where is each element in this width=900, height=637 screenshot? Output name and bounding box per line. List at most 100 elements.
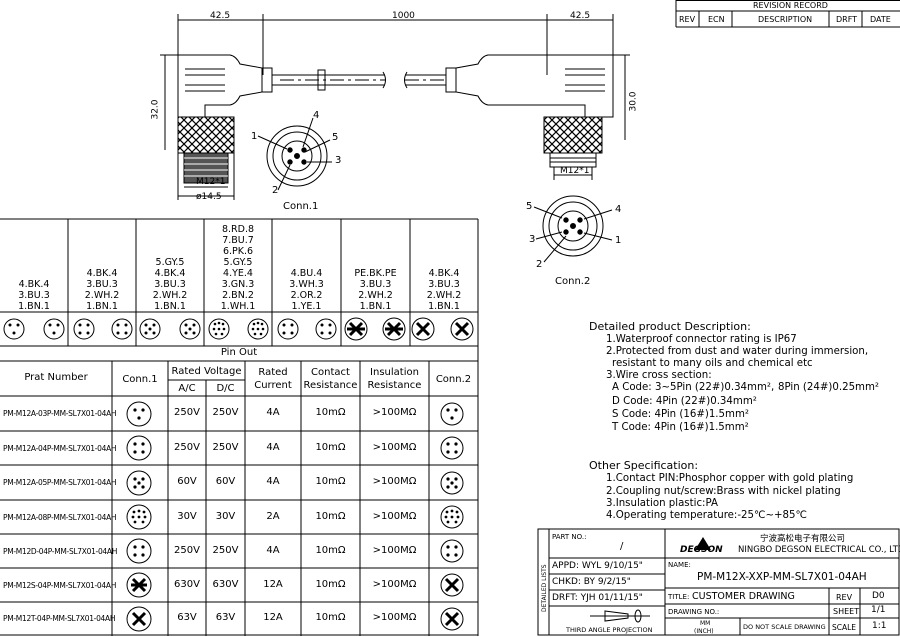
conn1-pin-4: 4 bbox=[313, 110, 320, 121]
insulation-cell: >100MΩ bbox=[372, 545, 417, 556]
pinout-wire: 1.BN.1 bbox=[18, 301, 50, 312]
pinout-wire: 8.RD.8 bbox=[221, 224, 255, 235]
pinout-wire: 2.WH.2 bbox=[152, 290, 188, 301]
pinout-wire: 3.BU.3 bbox=[154, 279, 186, 290]
part-number-cell: PM-M12A-05P-MM-SL7X01-04AH bbox=[3, 478, 117, 487]
pinout-wire: 4.YE.4 bbox=[223, 268, 253, 279]
ac-cell: 630V bbox=[174, 579, 200, 590]
pinout-col-5: 4.BU.4 3.WH.3 2.OR.2 1.YE.1 bbox=[272, 219, 341, 312]
checked-by: CHKD: BY 9/2/15" bbox=[552, 577, 631, 587]
pinout-wire: 1.WH.1 bbox=[220, 301, 256, 312]
pinout-wire: 7.BU.7 bbox=[222, 235, 254, 246]
pinout-wire: 1.BN.1 bbox=[86, 301, 118, 312]
dim-left-length: 42.5 bbox=[210, 11, 231, 21]
ac-cell: 250V bbox=[174, 545, 200, 556]
description-line-5b: 8Pin (24#)0.25mm² bbox=[778, 382, 879, 393]
ecn-header: ECN bbox=[708, 15, 725, 24]
pinout-col-3: 5.GY.5 4.BK.4 3.BU.3 2.WH.2 1.BN.1 bbox=[136, 219, 204, 312]
contact-cell: 10mΩ bbox=[315, 579, 346, 590]
table-row: PM-M12A-05P-MM-SL7X01-04AH 60V 60V 4A 10… bbox=[0, 465, 478, 500]
conn2-face bbox=[533, 195, 613, 263]
dim-right-length: 42.5 bbox=[570, 11, 591, 21]
insulation-cell: >100MΩ bbox=[372, 612, 417, 623]
ac-cell: 250V bbox=[174, 442, 200, 453]
current-cell: 4A bbox=[266, 476, 280, 487]
rev-header: REV bbox=[679, 15, 696, 24]
header-part-number: Prat Number bbox=[24, 372, 88, 383]
description-line-2: 2.Protected from dust and water during i… bbox=[606, 346, 869, 357]
pinout-wire: 1.BN.1 bbox=[154, 301, 186, 312]
conn2-pin-1: 1 bbox=[615, 235, 622, 246]
scale-label: SCALE bbox=[832, 623, 857, 632]
contact-cell: 10mΩ bbox=[315, 476, 346, 487]
pinout-wire: 5.GY.5 bbox=[155, 257, 185, 268]
description-line-5a: A Code: 3~5Pin (22#)0.34mm², bbox=[612, 382, 775, 393]
unit-mm: MM bbox=[700, 620, 711, 627]
pinout-wire: 1.BN.1 bbox=[428, 301, 460, 312]
ac-cell: 250V bbox=[174, 407, 200, 418]
insulation-cell: >100MΩ bbox=[372, 476, 417, 487]
diameter-left: ø14.5 bbox=[196, 192, 222, 202]
pinout-wire: 1.BN.1 bbox=[359, 301, 392, 312]
conn1-label: Conn.1 bbox=[283, 201, 319, 212]
description-line-6: D Code: 4Pin (22#)0.34mm² bbox=[612, 396, 757, 407]
current-cell: 12A bbox=[263, 579, 283, 590]
table-row: PM-M12A-08P-MM-SL7X01-04AH 30V 30V 2A 10… bbox=[0, 500, 478, 534]
header-rated-voltage: Rated Voltage bbox=[171, 366, 242, 377]
title-value: CUSTOMER DRAWING bbox=[692, 591, 795, 602]
dim-left-height: 32.0 bbox=[150, 99, 161, 120]
table-row: PM-M12S-04P-MM-SL7X01-04AH 630V 630V 12A… bbox=[0, 568, 478, 602]
conn2-pin-5: 5 bbox=[526, 201, 533, 212]
date-header: DATE bbox=[870, 15, 891, 24]
header-conn1: Conn.1 bbox=[122, 374, 158, 385]
pinout-wire: 2.WH.2 bbox=[84, 290, 120, 301]
conn2-label: Conn.2 bbox=[555, 276, 591, 287]
pinout-col-7: 4.BK.4 3.BU.3 2.WH.2 1.BN.1 bbox=[410, 219, 478, 312]
pinout-connector-icons bbox=[3, 317, 474, 341]
pinout-wire: 2.WH.2 bbox=[358, 290, 393, 301]
pinout-col-1: 4.BK.4 3.BU.3 1.BN.1 bbox=[0, 219, 68, 312]
current-cell: 12A bbox=[263, 612, 283, 623]
pinout-wire: 3.BU.3 bbox=[428, 279, 460, 290]
revision-record-title: REVISION RECORD bbox=[753, 1, 828, 10]
revision-record bbox=[675, 0, 900, 28]
ac-cell: 60V bbox=[177, 476, 197, 487]
other-spec-line-2: 2.Coupling nut/screw:Brass with nickel p… bbox=[606, 486, 841, 497]
degson-logo-text: DEGSON bbox=[680, 545, 723, 555]
part-number-cell: PM-M12A-08P-MM-SL7X01-04AH bbox=[3, 513, 117, 522]
pinout-wire: 4.BK.4 bbox=[86, 268, 118, 279]
conn1-pin-1: 1 bbox=[251, 131, 258, 142]
description-line-3: resistant to many oils and chemical etc bbox=[612, 358, 813, 369]
dc-cell: 250V bbox=[212, 545, 239, 556]
insulation-cell: >100MΩ bbox=[372, 579, 417, 590]
insulation-cell: >100MΩ bbox=[372, 407, 417, 418]
other-spec-line-3: 3.Insulation plastic:PA bbox=[606, 498, 718, 509]
spec-table-grid bbox=[0, 218, 479, 636]
contact-cell: 10mΩ bbox=[315, 407, 346, 418]
pinout-wire: 2.BN.2 bbox=[222, 290, 254, 301]
drawing-no-label: DRAWING NO.: bbox=[668, 608, 720, 616]
pinout-wire: 1.YE.1 bbox=[291, 301, 322, 312]
conn2-pin-2: 2 bbox=[536, 259, 543, 270]
pinout-col-6: PE.BK.PE 3.BU.3 2.WH.2 1.BN.1 bbox=[341, 219, 410, 312]
title-block-grid bbox=[537, 528, 900, 636]
unit-inch: (INCH) bbox=[694, 628, 714, 635]
pinout-wire: 2.OR.2 bbox=[290, 290, 323, 301]
dc-cell: 250V bbox=[212, 442, 239, 453]
pinout-wire: 3.GN.3 bbox=[221, 279, 255, 290]
conn1-face bbox=[257, 117, 332, 191]
dim-cable-length: 1000 bbox=[392, 11, 415, 21]
conn1-pin-5: 5 bbox=[332, 132, 339, 143]
thread-right: M12*1 bbox=[560, 166, 590, 176]
spec-row-connector-icons bbox=[126, 401, 464, 632]
pinout-wire: 6.PK.6 bbox=[222, 246, 254, 257]
pinout-wire: 4.BK.4 bbox=[18, 279, 50, 290]
part-number-cell: PM-M12S-04P-MM-SL7X01-04AH bbox=[3, 581, 117, 590]
degson-logo-mark bbox=[695, 537, 711, 550]
third-angle-projection-symbol bbox=[590, 609, 650, 623]
header-contact-resistance: Contact Resistance bbox=[303, 367, 358, 391]
other-spec-line-4: 4.Operating temperature:-25℃~+85℃ bbox=[606, 510, 807, 521]
contact-cell: 10mΩ bbox=[315, 545, 346, 556]
part-number-cell: PM-M12A-03P-MM-SL7X01-04AH bbox=[3, 409, 117, 418]
